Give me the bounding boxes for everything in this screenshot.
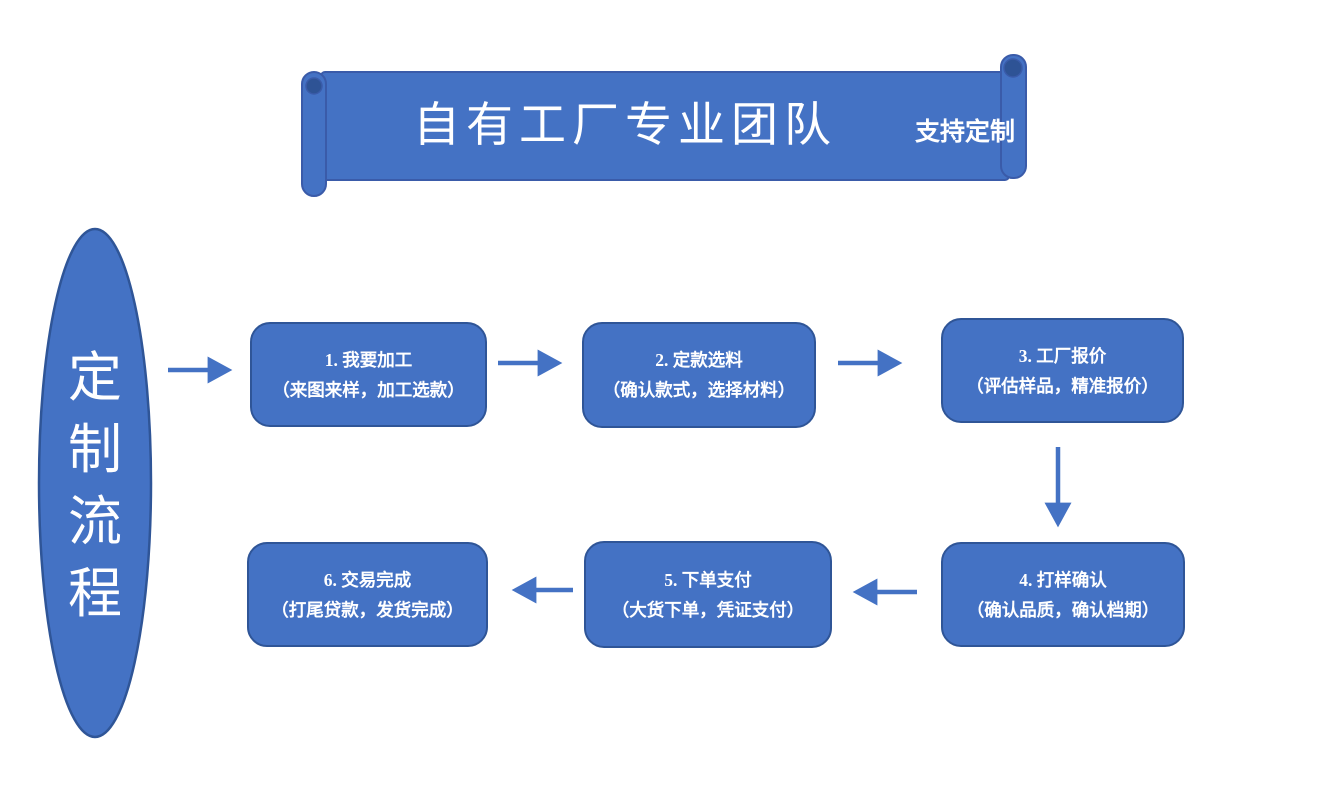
step-4-box: 4. 打样确认 （确认品质，确认档期） <box>941 542 1185 647</box>
step-3-box: 3. 工厂报价 （评估样品，精准报价） <box>941 318 1184 423</box>
step-2-title: 2. 定款选料 <box>655 350 743 370</box>
process-label-ellipse <box>37 227 153 739</box>
banner-title: 自有工厂专业团队 <box>413 100 837 152</box>
step-3-title: 3. 工厂报价 <box>1018 345 1107 366</box>
process-label-char: 流 <box>68 492 122 552</box>
step-1-subtitle: （来图来样，加工选款） <box>272 379 465 400</box>
step-6-box: 6. 交易完成 （打尾贷款，发货完成） <box>247 542 488 647</box>
step-3-subtitle: （评估样品，精准报价） <box>966 375 1159 396</box>
step-5-subtitle: （大货下单，凭证支付） <box>611 599 805 620</box>
step-1-title: 1. 我要加工 <box>324 349 413 370</box>
step-6-subtitle: （打尾贷款，发货完成） <box>271 599 464 620</box>
step-5-title: 5. 下单支付 <box>664 569 752 590</box>
process-label-char: 程 <box>68 564 122 624</box>
banner-left-curl <box>305 77 323 95</box>
step-2-box: 2. 定款选料 （确认款式，选择材料） <box>582 322 816 428</box>
step-5-box: 5. 下单支付 （大货下单，凭证支付） <box>584 541 832 648</box>
process-label: 定 制 流 程 <box>40 342 150 630</box>
banner-right-roll <box>1000 54 1027 179</box>
step-4-title: 4. 打样确认 <box>1019 569 1107 590</box>
banner-subtitle: 支持定制 <box>914 119 1015 146</box>
banner-right-curl <box>1003 58 1023 78</box>
step-6-title: 6. 交易完成 <box>323 569 412 590</box>
step-2-subtitle: （确认款式，选择材料） <box>602 380 796 400</box>
step-4-subtitle: （确认品质，确认档期） <box>966 599 1160 620</box>
banner-left-roll <box>301 71 327 197</box>
process-label-char: 制 <box>68 420 122 480</box>
process-label-char: 定 <box>68 348 122 408</box>
step-1-box: 1. 我要加工 （来图来样，加工选款） <box>250 322 487 427</box>
banner-scroll-shape <box>301 54 1027 197</box>
